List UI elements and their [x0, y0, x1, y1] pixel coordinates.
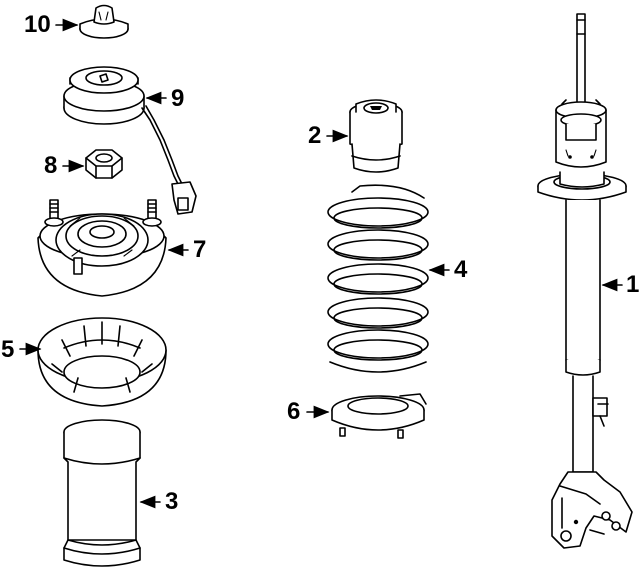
leader-arrows: [19, 18, 623, 509]
callout-10: 10: [24, 11, 51, 38]
callout-1: 1: [626, 271, 640, 298]
callout-8: 8: [44, 152, 58, 179]
callout-7: 7: [193, 236, 207, 263]
callout-9: 9: [171, 85, 185, 112]
callout-6: 6: [287, 398, 301, 425]
callout-5: 5: [1, 336, 15, 363]
part-5-spring-seat: [37, 317, 167, 407]
part-2-bump-stop: [349, 99, 403, 173]
part-4-coil-spring: [327, 184, 429, 373]
part-8-hex-nut: [85, 149, 123, 179]
part-7-strut-mount: [37, 199, 167, 297]
part-6-lower-spring-seat: [331, 393, 427, 439]
part-1-shock-absorber: [537, 13, 633, 549]
callout-3: 3: [165, 488, 179, 515]
callout-4: 4: [454, 256, 468, 283]
callout-2: 2: [308, 122, 322, 149]
part-9-bearing-mount: [63, 66, 197, 215]
part-3-dust-boot: [63, 419, 141, 567]
part-10-top-cap: [79, 4, 129, 39]
